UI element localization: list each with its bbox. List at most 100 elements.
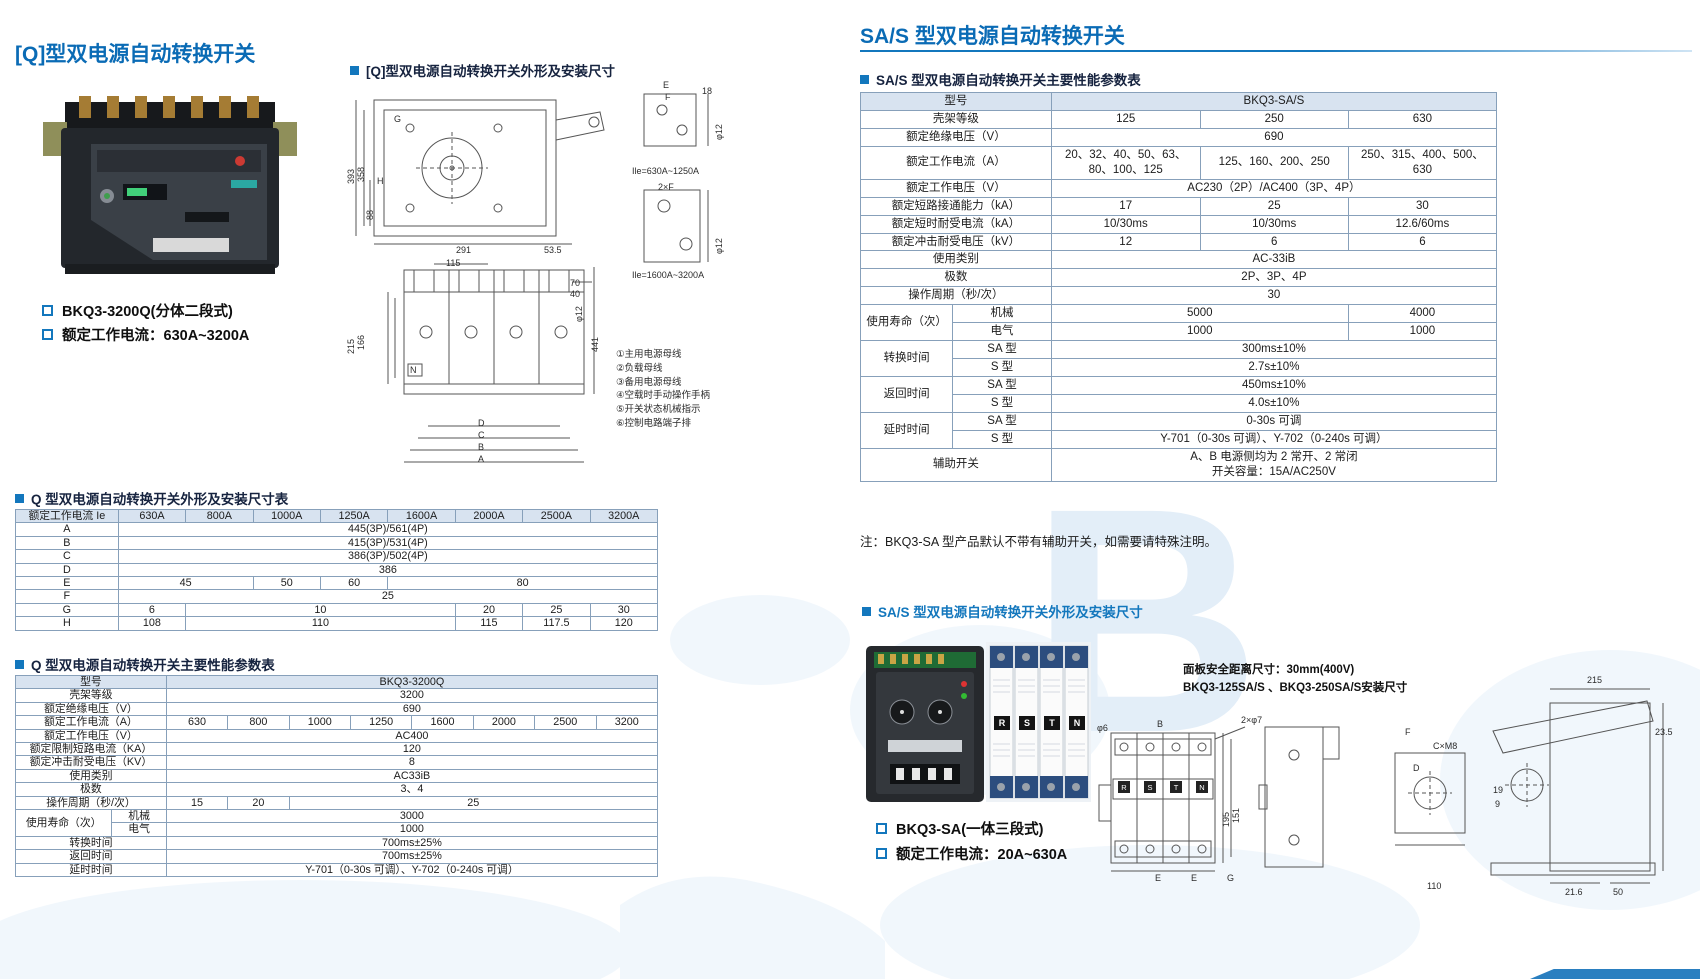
table-cell: AC33iB	[165, 768, 659, 784]
table-cell: 延时时间	[859, 411, 954, 449]
square-bullet-icon	[876, 823, 887, 834]
table-cell: 60	[319, 576, 389, 591]
table-cell: SA 型	[952, 340, 1052, 360]
dimension-label-db: B	[478, 442, 485, 452]
table-cell: 80	[387, 576, 658, 591]
dimension-label-f: F	[1405, 727, 1411, 737]
table-cell: 700ms±25%	[165, 835, 659, 851]
dimension-label-d40: 40	[570, 289, 581, 299]
table-cell: 25	[288, 795, 659, 811]
dimension-label-phi7: 2×φ7	[1241, 715, 1263, 725]
table-cell: 50	[252, 576, 321, 591]
dimension-label-g: G	[1227, 873, 1235, 883]
dimension-label-f: F	[665, 92, 671, 102]
install-size-note: BKQ3-125SA/S 、BKQ3-250SA/S安装尺寸	[1183, 682, 1408, 694]
table-cell: G	[15, 602, 119, 618]
table-cell: 0-30s 可调	[1050, 411, 1498, 431]
dimension-label-dd: D	[478, 418, 485, 428]
table-cell: 12	[1050, 232, 1201, 252]
table-cell: 额定限制短路电流（KA）	[15, 742, 167, 757]
table-cell: 20	[454, 602, 524, 618]
mod-letter: N	[1196, 781, 1208, 793]
table-cell: 使用寿命（次）	[14, 809, 113, 837]
table-cell: BKQ3-SA/S	[1050, 92, 1498, 111]
dimension-label-e: E	[663, 80, 670, 90]
table-cell: 1600	[411, 715, 474, 730]
table-cell: 45	[117, 576, 254, 591]
table-cell: 30	[589, 602, 659, 618]
table-cell: 250、315、400、500、630	[1347, 145, 1498, 180]
title-underline-rule	[860, 50, 1692, 52]
section-marker-icon	[860, 74, 869, 84]
sa-section-title: SA/S 型双电源自动转换开关	[860, 25, 1125, 48]
bottom-corner-accent	[1530, 969, 1700, 979]
legend-item: ②负载母线	[616, 362, 663, 374]
table-cell: 450ms±10%	[1050, 376, 1498, 395]
table-cell: 额定短路接通能力（kA）	[860, 196, 1052, 216]
table-cell: E	[15, 576, 119, 591]
dimension-label-d393: 393	[346, 168, 356, 184]
table-cell: 445(3P)/561(4P)	[117, 522, 659, 537]
table-cell: 2500	[534, 715, 597, 730]
mod-letter: S	[1144, 781, 1156, 793]
table-cell: 3、4	[165, 782, 659, 797]
dimension-label-phi12b: φ12	[714, 238, 724, 254]
q-perf-table-caption: Q 型双电源自动转换开关主要性能参数表	[15, 654, 275, 674]
table-cell: 25	[522, 602, 591, 618]
table-row: 额定绝缘电压（V）690	[15, 701, 659, 717]
sa-table-caption: SA/S 型双电源自动转换开关主要性能参数表	[860, 69, 1141, 89]
table-cell: 250	[1199, 109, 1349, 129]
table-cell: 电气	[111, 822, 167, 837]
table-cell: 操作周期（秒/次）	[860, 286, 1052, 306]
table-cell: 极数	[860, 268, 1052, 288]
dimension-label-d291: 291	[456, 245, 472, 255]
table-cell: 800	[227, 715, 290, 730]
q-section-title: [Q]型双电源自动转换开关	[15, 43, 256, 66]
table-cell: 延时时间	[15, 862, 167, 878]
table-cell: 额定工作电流（A）	[860, 145, 1052, 180]
table-cell: 386	[117, 562, 659, 578]
table-row: 额定工作电压（V）AC400	[15, 728, 659, 744]
dimension-label-d9: 9	[1495, 799, 1501, 809]
table-cell: 3200	[595, 715, 658, 730]
table-cell: 1250	[349, 715, 413, 730]
dimension-label-d235: 23.5	[1655, 727, 1673, 737]
table-cell: D	[15, 562, 119, 578]
dimension-label-e1: E	[1155, 873, 1162, 883]
table-cell: 1000	[165, 822, 659, 837]
square-bullet-icon	[42, 305, 53, 316]
mod-letter: R	[994, 716, 1010, 730]
dimension-label-b: B	[1157, 719, 1164, 729]
dimension-label-g: G	[394, 114, 402, 124]
dimension-label-d53: 53.5	[544, 245, 562, 255]
table-cell: 机械	[952, 304, 1052, 324]
table-cell: 辅助开关	[860, 447, 1052, 482]
dimension-label-d151: 151	[1231, 807, 1241, 823]
table-cell: S 型	[952, 429, 1052, 449]
table-cell: SA 型	[952, 376, 1052, 395]
dimension-label-d215: 215	[346, 338, 356, 354]
q-current-bullet: 额定工作电流：630A~3200A	[42, 324, 249, 345]
table-cell: 6	[1347, 232, 1498, 252]
sa-table-note: 注：BKQ3-SA 型产品默认不带有辅助开关，如需要请特殊注明。	[860, 535, 1217, 549]
table-cell: 10	[185, 602, 456, 618]
table-cell: A	[15, 522, 119, 537]
dimension-label-da: A	[478, 454, 485, 464]
table-cell: 额定绝缘电压（V）	[860, 127, 1052, 147]
table-cell: 30	[1347, 196, 1498, 216]
